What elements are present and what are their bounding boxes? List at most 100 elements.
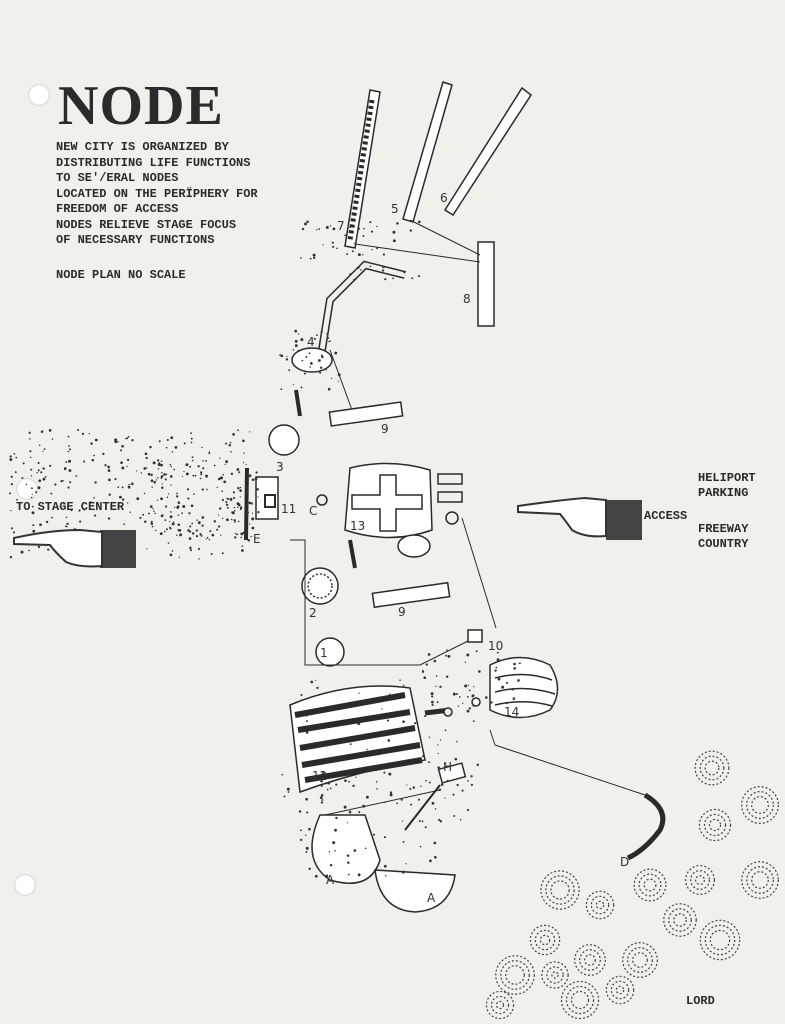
stipple-dot — [142, 513, 145, 516]
stipple-dot — [245, 487, 248, 489]
stipple-dot — [348, 780, 350, 783]
stipple-dot — [330, 377, 333, 380]
stipple-dot — [191, 459, 194, 462]
stipple-dot — [250, 535, 252, 538]
stipple-dot — [67, 444, 70, 447]
stipple-dot — [22, 462, 25, 465]
stipple-dot — [249, 431, 251, 433]
stipple-dot — [305, 834, 307, 837]
stipple-dot — [294, 344, 298, 347]
stipple-dot — [171, 451, 174, 453]
stipple-dot — [188, 537, 192, 540]
stipple-dot — [197, 547, 201, 551]
stipple-dot — [422, 669, 424, 672]
page-title: NODE — [58, 75, 224, 137]
stipple-dot — [67, 435, 70, 438]
foliage-blob — [699, 755, 725, 781]
stipple-dot — [151, 525, 154, 528]
stipple-dot — [144, 520, 147, 523]
stipple-dot — [304, 222, 307, 226]
label-11: 11 — [281, 502, 296, 516]
stipple-dot — [108, 493, 111, 496]
stipple-dot — [237, 520, 240, 523]
stipple-dot — [189, 546, 192, 550]
stipple-dot — [189, 549, 192, 552]
stipple-dot — [388, 772, 392, 776]
stipple-dot — [427, 761, 430, 764]
stipple-dot — [202, 467, 205, 470]
label-1: 1 — [320, 646, 328, 660]
stipple-dot — [382, 253, 386, 256]
stipple-dot — [31, 511, 35, 515]
stipple-dot — [360, 269, 362, 271]
stipple-dot — [177, 514, 180, 516]
stipple-dot — [363, 227, 365, 230]
stipple-dot — [161, 483, 163, 485]
stipple-dot — [32, 524, 35, 526]
parking-label: PARKING — [698, 486, 749, 500]
to-stage-center-label: TO STAGE CENTER — [16, 500, 125, 514]
stipple-dot — [383, 801, 386, 804]
stipple-dot — [149, 445, 152, 449]
stipple-dot — [384, 278, 387, 281]
stipple-dot — [321, 799, 324, 801]
stipple-dot — [194, 474, 197, 477]
stipple-dot — [232, 491, 236, 494]
stipple-dot — [468, 707, 471, 710]
stipple-dot — [376, 225, 378, 228]
foliage-blob — [560, 980, 600, 1020]
stipple-dot — [68, 459, 71, 463]
stipple-dot — [181, 475, 184, 478]
stipple-dot — [31, 487, 33, 490]
stipple-dot — [388, 693, 391, 696]
label-A-right: A — [427, 891, 436, 905]
stipple-dot — [174, 445, 178, 449]
stipple-dot — [128, 486, 131, 489]
label-10: 10 — [488, 639, 503, 653]
stipple-dot — [406, 784, 408, 786]
stipple-dot — [121, 466, 125, 470]
stipple-dot — [490, 701, 493, 704]
stipple-dot — [176, 495, 179, 498]
stipple-dot — [170, 436, 174, 440]
stipple-dot — [220, 534, 222, 536]
stipple-dot — [372, 833, 376, 836]
stipple-dot — [349, 273, 352, 276]
stipple-dot — [51, 438, 54, 440]
stipple-dot — [462, 702, 464, 704]
stipple-dot — [365, 795, 369, 799]
stipple-dot — [177, 523, 180, 526]
stipple-dot — [154, 512, 156, 515]
stipple-dot — [210, 553, 213, 555]
stipple-dot — [371, 248, 373, 251]
stipple-dot — [216, 528, 219, 531]
label-12: 12 — [312, 769, 327, 783]
stipple-dot — [227, 498, 230, 500]
structure-14 — [489, 656, 559, 719]
label-H: H — [443, 760, 452, 774]
stipple-dot — [309, 257, 312, 260]
stipple-dot — [336, 247, 338, 250]
stipple-dot — [42, 477, 46, 481]
stipple-dot — [362, 234, 365, 238]
stipple-dot — [512, 697, 516, 700]
stipple-dot — [198, 558, 200, 560]
stipple-dot — [219, 457, 221, 459]
stipple-dot — [335, 816, 338, 820]
stipple-dot — [332, 245, 335, 248]
stipple-dot — [160, 463, 163, 467]
stipple-dot — [437, 766, 440, 769]
stipple-dot — [317, 359, 321, 362]
stipple-dot — [174, 506, 176, 508]
signature: LORD — [686, 994, 715, 1008]
stipple-dot — [322, 244, 324, 246]
stipple-dot — [190, 504, 194, 508]
stipple-dot — [329, 225, 332, 227]
stipple-dot — [246, 511, 249, 514]
stipple-dot — [297, 333, 300, 335]
stipple-dot — [89, 501, 92, 504]
stipple-dot — [233, 519, 236, 522]
stipple-dot — [216, 486, 219, 489]
stipple-dot — [169, 463, 172, 466]
